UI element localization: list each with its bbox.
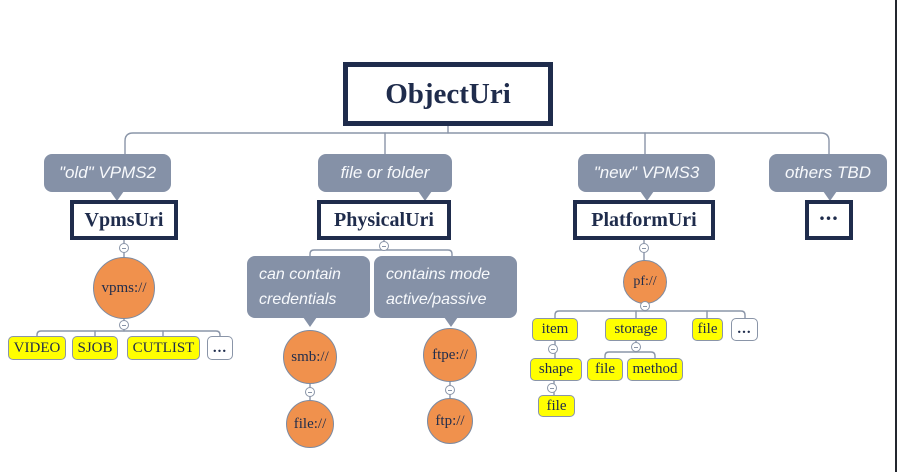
node-objecturi[interactable]: ObjectUri [343,62,553,126]
callout-tail [823,191,837,201]
node-old-ellipsis[interactable]: ... [207,336,233,360]
node-method[interactable]: method [627,358,683,381]
node-video-label: VIDEO [13,339,61,356]
collapse-toggle-icon[interactable] [640,301,650,311]
node-item[interactable]: item [532,318,578,341]
node-cutlist-label: CUTLIST [132,339,195,356]
node-physicaluri-label: PhysicalUri [334,208,434,231]
collapse-toggle-icon[interactable] [639,243,649,253]
window-right-edge [895,0,897,472]
note-contains-mode[interactable]: contains mode active/passive [374,256,517,327]
node-storage-file[interactable]: file [587,358,623,381]
node-item-label: item [541,321,569,337]
callout-file-or-folder-label: file or folder [340,163,430,182]
node-physicaluri[interactable]: PhysicalUri [317,200,451,240]
node-scheme-pf-label: pf:// [633,274,657,289]
node-platformuri-label: PlatformUri [591,208,697,231]
collapse-toggle-icon[interactable] [445,385,455,395]
node-shape-label: shape [538,361,574,377]
node-method-label: method [632,361,678,377]
callout-new-vpms3[interactable]: "new" VPMS3 [578,154,715,201]
node-storage-label: storage [614,321,658,337]
callout-tail [444,317,458,327]
node-vpmsuri[interactable]: VpmsUri [70,200,178,240]
callout-tail [110,191,124,201]
callout-others-tbd[interactable]: others TBD [769,154,887,201]
note-line: active/passive [386,291,487,308]
collapse-toggle-icon[interactable] [379,241,389,251]
note-can-contain-credentials[interactable]: can contain credentials [247,256,370,327]
node-scheme-smb-label: smb:// [291,348,329,365]
node-others-ellipsis-label: ... [819,200,839,225]
collapse-toggle-icon[interactable] [305,387,315,397]
node-file-top[interactable]: file [692,318,723,341]
node-scheme-smb[interactable]: smb:// [283,330,337,384]
node-scheme-ftp[interactable]: ftp:// [427,398,473,444]
node-others-ellipsis[interactable]: ... [805,200,853,240]
node-scheme-ftp-label: ftp:// [435,412,465,429]
node-platformuri[interactable]: PlatformUri [573,200,715,240]
node-cutlist[interactable]: CUTLIST [127,336,200,360]
node-sjob[interactable]: SJOB [72,336,118,360]
collapse-toggle-icon[interactable] [631,342,641,352]
callout-old-vpms2[interactable]: "old" VPMS2 [44,154,171,201]
collapse-toggle-icon[interactable] [548,344,558,354]
note-line: credentials [259,291,337,308]
callout-tail [418,191,432,201]
callout-tail [640,191,654,201]
node-storage[interactable]: storage [605,318,667,341]
node-scheme-file-label: file:// [293,415,327,432]
node-scheme-vpms-label: vpms:// [101,279,147,296]
node-new-ellipsis[interactable]: ... [731,318,758,341]
node-sjob-label: SJOB [77,339,113,356]
note-line: contains mode [386,266,491,283]
callout-others-tbd-label: others TBD [785,163,871,182]
node-file-top-label: file [697,321,718,337]
node-new-ellipsis-label: ... [737,321,752,337]
node-shape-file-label: file [546,397,567,414]
callout-file-or-folder[interactable]: file or folder [318,154,452,201]
node-storage-file-label: file [595,361,615,377]
callout-new-vpms3-label: "new" VPMS3 [593,163,700,182]
callout-tail [303,317,317,327]
node-scheme-pf[interactable]: pf:// [623,260,667,304]
node-shape-file[interactable]: file [538,395,575,417]
node-old-ellipsis-label: ... [212,339,228,356]
collapse-toggle-icon[interactable] [119,320,129,330]
callout-old-vpms2-label: "old" VPMS2 [58,163,157,182]
node-scheme-ftpe-label: ftpe:// [432,346,468,363]
node-vpmsuri-label: VpmsUri [84,208,164,231]
node-scheme-vpms[interactable]: vpms:// [93,257,155,319]
node-objecturi-label: ObjectUri [385,77,511,110]
node-shape[interactable]: shape [530,358,582,381]
collapse-toggle-icon[interactable] [119,243,129,253]
note-line: can contain [259,266,341,283]
collapse-toggle-icon[interactable] [547,383,557,393]
node-scheme-ftpe[interactable]: ftpe:// [423,328,477,382]
node-scheme-file[interactable]: file:// [286,400,334,448]
node-video[interactable]: VIDEO [8,336,66,360]
